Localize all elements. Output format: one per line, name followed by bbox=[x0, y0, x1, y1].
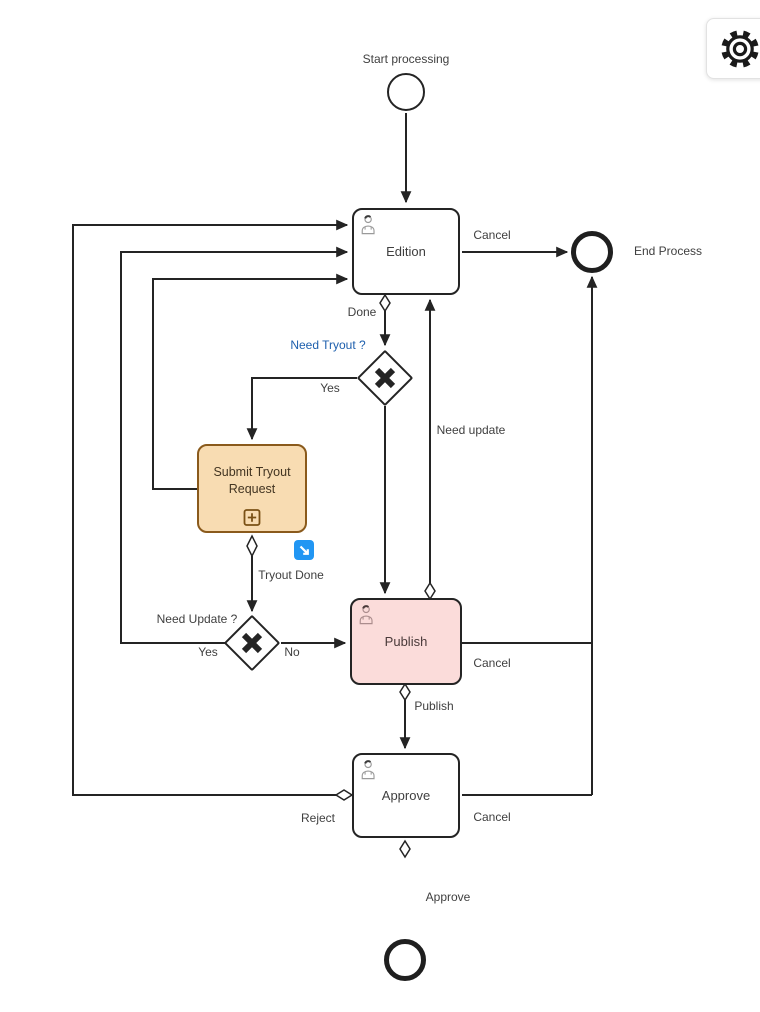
task-label: Approve bbox=[381, 788, 431, 803]
exclusive-gateway-x-icon bbox=[374, 367, 396, 389]
gear-icon bbox=[721, 29, 759, 68]
flow-label-publish: Publish bbox=[414, 699, 454, 713]
flow-label-cancel: Cancel bbox=[473, 656, 511, 670]
user-task-icon bbox=[361, 215, 375, 235]
flow-label-yes: Yes bbox=[320, 381, 340, 395]
settings-button[interactable] bbox=[706, 18, 760, 79]
flow-yes-to-submit-tryout bbox=[246, 377, 357, 441]
conditional-marker-approve bbox=[399, 839, 411, 859]
conditional-marker-done bbox=[379, 293, 391, 313]
arrow-down-right-icon bbox=[299, 545, 309, 555]
end-event-label: End Process bbox=[633, 244, 703, 258]
task-publish[interactable]: Publish bbox=[350, 598, 462, 685]
flow-label-approve: Approve bbox=[425, 890, 471, 904]
flow-yes-update-to-edition bbox=[120, 246, 349, 644]
flow-label-no: No bbox=[284, 645, 300, 659]
flow-submit-to-edition bbox=[152, 273, 349, 490]
task-label: Submit Tryout Request bbox=[213, 465, 291, 496]
flow-label-cancel: Cancel bbox=[473, 228, 511, 242]
flow-reject-to-edition bbox=[72, 219, 349, 796]
flow-label-cancel: Cancel bbox=[473, 810, 511, 824]
user-task-icon bbox=[361, 760, 375, 780]
task-approve[interactable]: Approve bbox=[352, 753, 460, 838]
task-submit-tryout-request[interactable]: Submit Tryout Request bbox=[197, 444, 307, 533]
subprocess-plus-icon[interactable] bbox=[243, 509, 261, 526]
conditional-marker-reject bbox=[334, 789, 354, 801]
start-event[interactable] bbox=[387, 73, 425, 111]
user-task-icon bbox=[359, 605, 373, 625]
gateway-label-need-tryout[interactable]: Need Tryout ? bbox=[290, 338, 366, 352]
flow-label-yes: Yes bbox=[198, 645, 218, 659]
end-event-final[interactable] bbox=[384, 939, 426, 981]
task-label: Publish bbox=[384, 634, 428, 649]
start-event-label: Start processing bbox=[362, 52, 450, 66]
task-edition[interactable]: Edition bbox=[352, 208, 460, 295]
flow-label-reject: Reject bbox=[300, 811, 336, 825]
conditional-marker-tryout-done bbox=[246, 534, 258, 558]
task-label: Edition bbox=[386, 244, 426, 259]
conditional-marker-publish bbox=[399, 682, 411, 702]
flow-label-need-update: Need update bbox=[436, 423, 506, 437]
conditional-marker-need-update bbox=[424, 581, 436, 601]
gateway-label-need-update: Need Update ? bbox=[156, 612, 238, 626]
link-overlay-badge[interactable] bbox=[294, 540, 314, 560]
end-event-process[interactable] bbox=[571, 231, 613, 273]
exclusive-gateway-x-icon bbox=[241, 632, 263, 654]
flow-label-tryout-done: Tryout Done bbox=[258, 568, 324, 582]
gateway-need-tryout[interactable] bbox=[356, 349, 414, 407]
gateway-need-update[interactable] bbox=[223, 614, 281, 672]
flow-label-done: Done bbox=[347, 305, 377, 319]
